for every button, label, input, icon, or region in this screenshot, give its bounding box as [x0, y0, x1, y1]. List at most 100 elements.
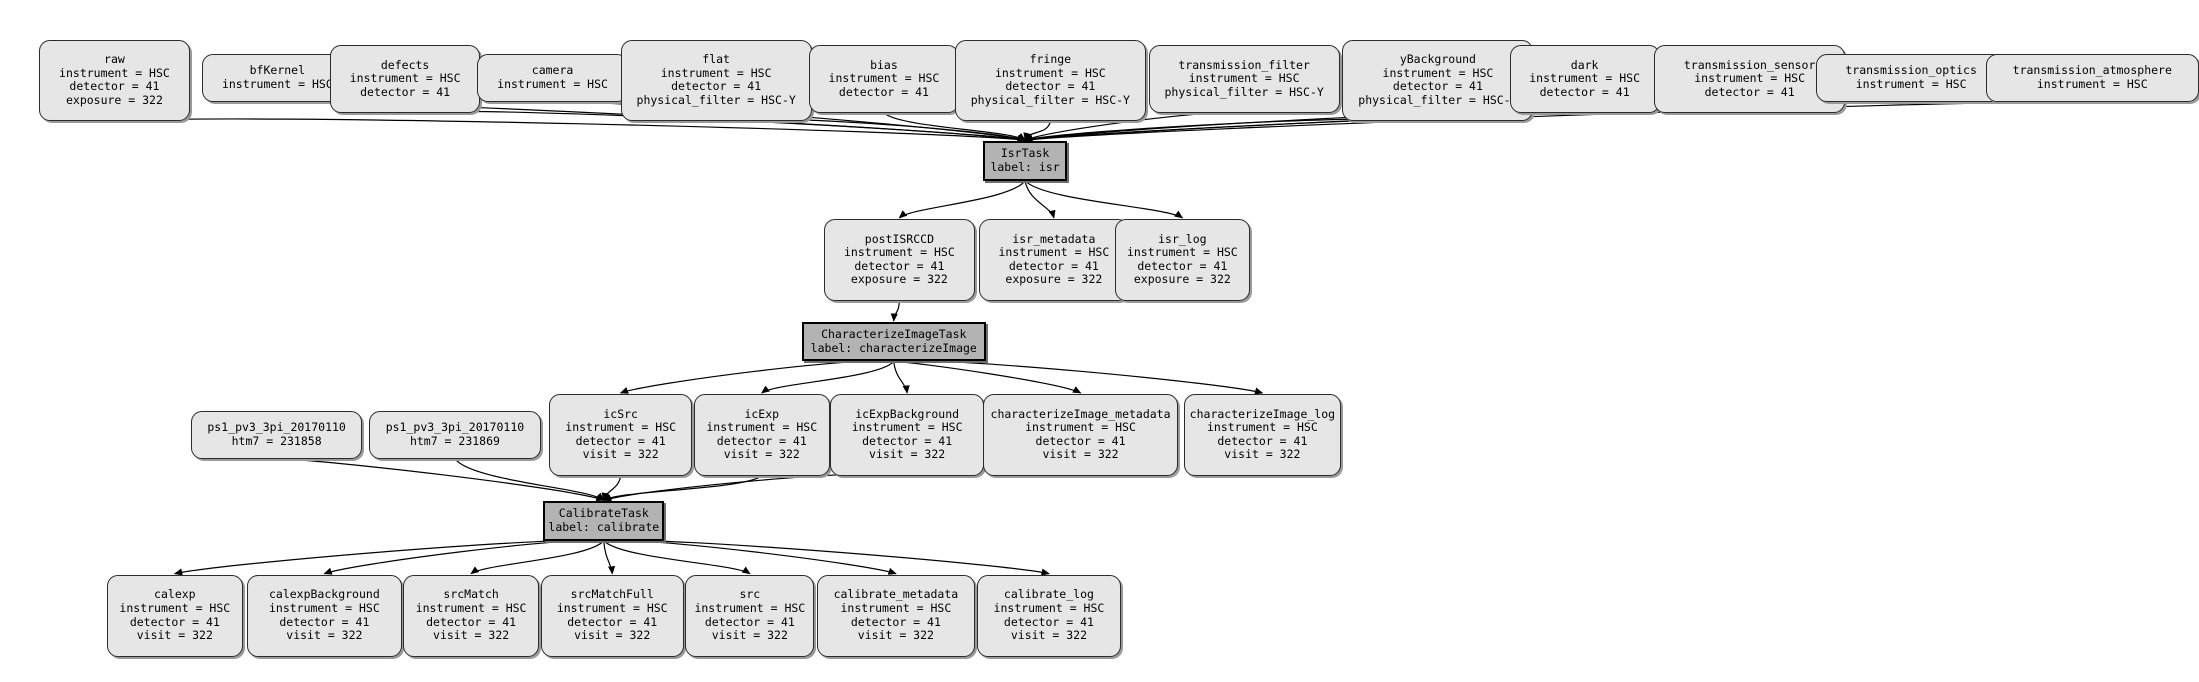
node-detail: instrument = HSC — [851, 420, 963, 435]
node-title: calibrate_log — [1003, 587, 1094, 602]
node-detail: detector = 41 — [1704, 84, 1795, 99]
node-detail: label: characterizeImage — [810, 340, 977, 355]
node-detail: detector = 41 — [1008, 258, 1099, 273]
node-title: isr_log — [1158, 231, 1207, 246]
node-detail: instrument = HSC — [1382, 65, 1494, 80]
edge-CharacterizeImageTask-to-characterizeImage_log — [893, 360, 1264, 395]
node-detail: detector = 41 — [671, 79, 762, 94]
node-detail: instrument = HSC — [1694, 71, 1806, 86]
node-title: bias — [870, 57, 898, 72]
edge-fringe-to-IsrTask — [1023, 121, 1051, 142]
node-detail: detector = 41 — [850, 614, 941, 629]
node-title: raw — [104, 52, 125, 67]
node-title: icExp — [744, 406, 780, 421]
node-detail: detector = 41 — [1539, 84, 1630, 99]
node-detail: visit = 322 — [1042, 447, 1119, 462]
edge-icExpBackground-to-CalibrateTask — [602, 473, 908, 502]
node-detail: physical_filter = HSC-Y — [1164, 84, 1324, 99]
edge-CalibrateTask-to-calibrate_metadata — [603, 539, 897, 575]
node-title: defects — [380, 57, 430, 72]
node-detail: instrument = HSC — [2036, 76, 2148, 91]
node-title: transmission_atmosphere — [2012, 63, 2172, 78]
node-detail: visit = 322 — [711, 628, 788, 643]
node-detail: detector = 41 — [1217, 433, 1308, 448]
node-detail: instrument = HSC — [349, 71, 461, 86]
node-detail: instrument = HSC — [415, 601, 527, 616]
node-title: src — [739, 587, 761, 602]
node-detail: htm7 = 231869 — [409, 433, 500, 448]
node-detail: instrument = HSC — [497, 76, 608, 91]
node-title: transmission_filter — [1178, 57, 1310, 72]
edge-CharacterizeImageTask-to-icExp — [761, 361, 895, 394]
node-detail: visit = 322 — [286, 628, 363, 643]
node-title: transmission_sensor — [1683, 57, 1816, 72]
node-title: characterizeImage_metadata — [990, 406, 1171, 421]
node-detail: instrument = HSC — [1025, 420, 1136, 435]
node-title: CalibrateTask — [558, 506, 649, 521]
node-title: bfKernel — [249, 63, 306, 78]
node-detail: detector = 41 — [567, 614, 658, 629]
node-title: ps1_pv3_3pi_20170110 — [207, 420, 346, 435]
node-detail: instrument = HSC — [1855, 76, 1967, 91]
node-title: srcMatch — [443, 587, 499, 602]
edge-postISRCCD-to-CharacterizeImageTask — [890, 300, 900, 322]
node-detail: detector = 41 — [1003, 614, 1094, 629]
node-title: IsrTask — [1000, 146, 1050, 161]
node-detail: instrument = HSC — [119, 601, 231, 616]
node-detail: instrument = HSC — [556, 601, 668, 616]
node-detail: exposure = 322 — [1133, 272, 1231, 287]
node-detail: visit = 322 — [1224, 447, 1301, 462]
node-detail: visit = 322 — [869, 447, 946, 462]
node-detail: exposure = 322 — [65, 93, 163, 108]
node-title: flat — [702, 52, 730, 67]
edge-CalibrateTask-to-calexpBackground — [323, 539, 604, 575]
edge-flat-to-IsrTask — [716, 118, 1026, 142]
node-detail: instrument = HSC — [840, 601, 952, 616]
edge-CalibrateTask-to-src — [603, 540, 751, 575]
node-detail: htm7 = 231858 — [231, 433, 322, 448]
node-detail: detector = 41 — [129, 614, 220, 629]
edge-CharacterizeImageTask-to-characterizeImage_metadata — [893, 360, 1082, 394]
node-detail: detector = 41 — [575, 433, 666, 448]
node-detail: detector = 41 — [69, 79, 160, 94]
node-title: calexp — [154, 587, 196, 602]
node-detail: instrument = HSC — [1206, 420, 1318, 435]
node-title: camera — [531, 63, 574, 78]
edge-CharacterizeImageTask-to-icExpBackground — [893, 361, 910, 394]
node-detail: detector = 41 — [426, 614, 517, 629]
